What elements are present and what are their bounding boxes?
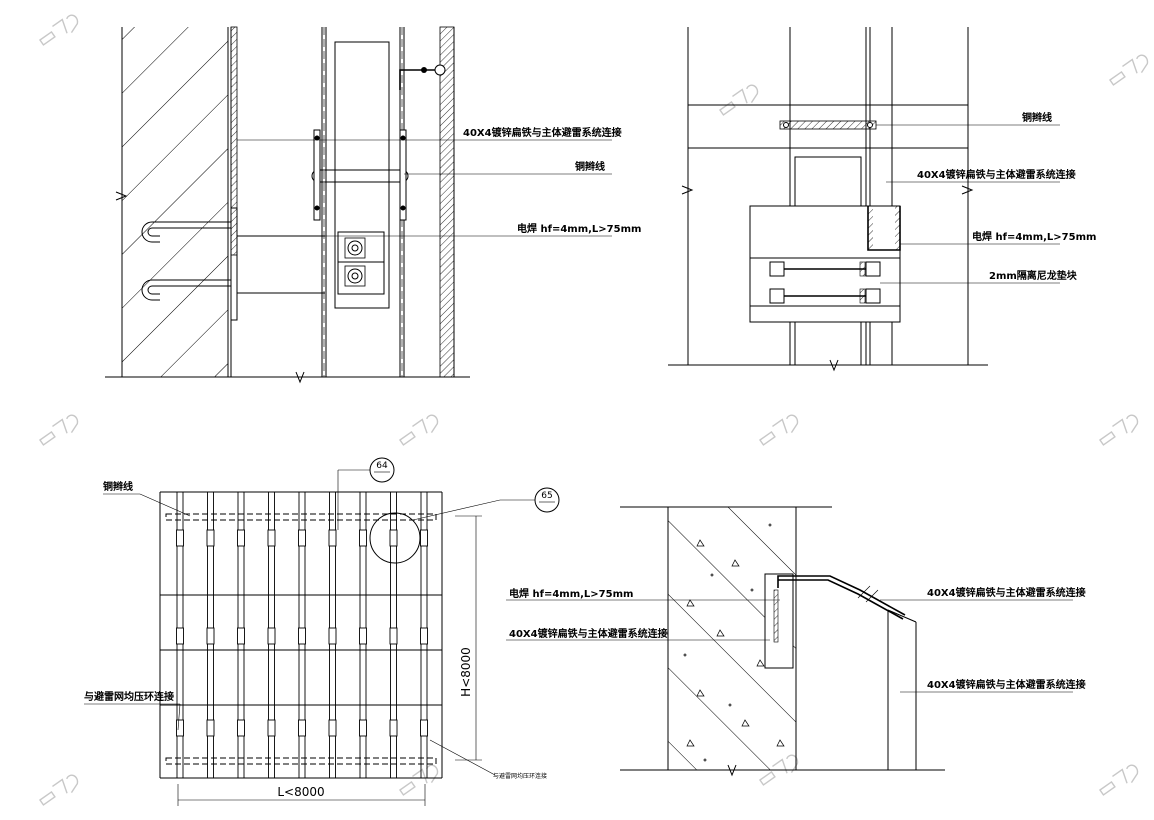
mullion xyxy=(176,492,184,778)
watermark-icon xyxy=(1109,54,1149,86)
bracket-clip xyxy=(420,627,428,645)
mullion xyxy=(359,492,367,778)
watermark-icon xyxy=(1099,414,1139,446)
bolt-icon xyxy=(769,261,881,277)
bracket-clip xyxy=(359,529,367,547)
bracket-clip xyxy=(237,719,245,737)
dimension-height: H<8000 xyxy=(459,647,473,697)
bolt-icon xyxy=(344,265,366,287)
mullion xyxy=(206,492,215,778)
watermark-icon xyxy=(399,414,439,446)
detail-top-left xyxy=(105,26,612,384)
bracket-clip xyxy=(237,627,245,645)
callout-65-number: 65 xyxy=(541,491,552,501)
bracket-clip xyxy=(420,529,428,547)
mullion xyxy=(267,492,276,778)
wall-section xyxy=(122,27,228,377)
glass-panel xyxy=(439,26,455,378)
bracket-clip xyxy=(267,529,276,547)
copper-braid-strap xyxy=(779,120,877,130)
bracket-clip xyxy=(389,627,398,645)
detail-bottom-left xyxy=(159,491,443,779)
bracket-clip xyxy=(359,719,367,737)
mullion xyxy=(328,492,337,778)
anchor-hook xyxy=(141,279,231,301)
mullion xyxy=(298,492,306,778)
callout-64-number: 64 xyxy=(376,461,388,471)
bracket-clip xyxy=(206,627,215,645)
bracket-clip xyxy=(298,719,306,737)
bracket-clip xyxy=(176,719,184,737)
dimension-width: L<8000 xyxy=(277,785,324,799)
label-flat-steel-3: 40X4镀锌扁铁与主体避雷系统连接 xyxy=(509,627,668,640)
label-copper-braid-1: 铜辫线 xyxy=(575,160,605,173)
bracket-clip xyxy=(298,529,306,547)
label-equalizing-ring: 与避雷网均压环连接 xyxy=(84,690,174,703)
bracket-clip xyxy=(267,627,276,645)
detail-circle-65 xyxy=(369,512,421,564)
copper-braid-top-band xyxy=(165,513,437,521)
watermark-icon xyxy=(39,14,79,46)
bracket-clip xyxy=(267,719,276,737)
label-weld-2: 电焊 hf=4mm,L>75mm xyxy=(972,230,1096,243)
bracket-clip xyxy=(389,529,398,547)
top-bracket xyxy=(399,69,440,90)
bracket-clip xyxy=(298,627,306,645)
bolted-bracket xyxy=(337,231,385,295)
mullion xyxy=(389,492,398,778)
bracket-clip xyxy=(328,627,337,645)
label-copper-braid-2: 铜辫线 xyxy=(1022,111,1052,124)
equalizing-ring-bottom-band xyxy=(165,757,437,765)
watermark-icon xyxy=(39,414,79,446)
label-weld-1: 电焊 hf=4mm,L>75mm xyxy=(517,222,641,235)
embedded-plate xyxy=(764,573,794,669)
bracket-clip xyxy=(359,627,367,645)
callout-circle-64 xyxy=(369,457,395,483)
mullion-grid xyxy=(176,492,428,778)
detail-bottom-right xyxy=(506,506,1073,777)
label-flat-steel-2: 40X4镀锌扁铁与主体避雷系统连接 xyxy=(917,168,1076,181)
label-nylon-pad: 2mm隔离尼龙垫块 xyxy=(989,269,1078,282)
watermark-icon xyxy=(719,84,759,116)
label-flat-steel-4: 40X4镀锌扁铁与主体避雷系统连接 xyxy=(927,586,1086,599)
flat-steel-vertical xyxy=(230,26,238,256)
bolt-icon xyxy=(344,237,366,259)
bracket-clip xyxy=(206,719,215,737)
label-weld-3: 电焊 hf=4mm,L>75mm xyxy=(509,587,633,600)
watermark-icon xyxy=(759,414,799,446)
label-copper-braid-3: 铜辫线 xyxy=(103,480,133,493)
watermark-icon xyxy=(39,774,79,806)
label-flat-steel-1: 40X4镀锌扁铁与主体避雷系统连接 xyxy=(463,126,622,139)
bracket-clip xyxy=(206,529,215,547)
label-flat-steel-5: 40X4镀锌扁铁与主体避雷系统连接 xyxy=(927,678,1086,691)
bracket-clip xyxy=(176,529,184,547)
watermark-icon xyxy=(399,764,439,796)
mullion xyxy=(420,492,428,778)
detail-bottom-left-annotations xyxy=(84,457,560,806)
callout-circle-65 xyxy=(534,487,560,513)
bolt-icon xyxy=(769,288,881,304)
bracket-clip xyxy=(420,719,428,737)
bracket-clip xyxy=(389,719,398,737)
mullion xyxy=(237,492,245,778)
bracket-clip xyxy=(328,719,337,737)
label-equalizing-ring-small: 与避雷网均压环连接 xyxy=(493,772,547,780)
bracket-clip xyxy=(328,529,337,547)
bracket-clip xyxy=(237,529,245,547)
detail-top-right xyxy=(668,27,1060,372)
watermark-icon xyxy=(1099,764,1139,796)
bracket-clip xyxy=(176,627,184,645)
anchor-hook xyxy=(141,221,231,243)
